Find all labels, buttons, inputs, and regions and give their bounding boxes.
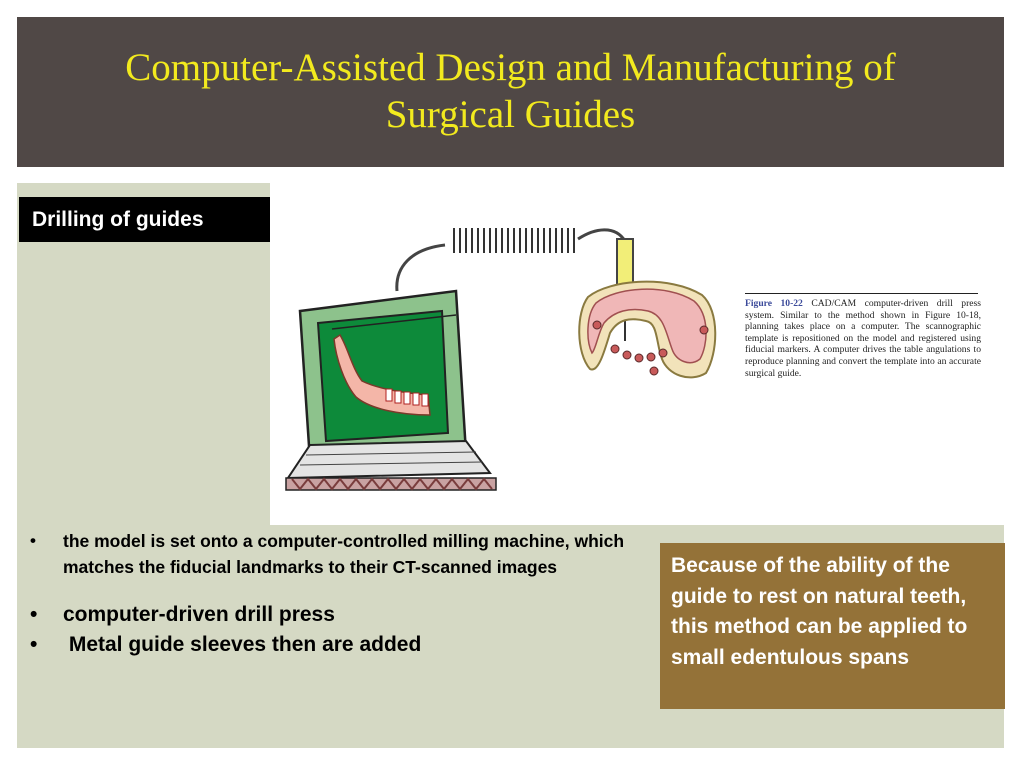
- bullet-symbol: •: [30, 633, 38, 656]
- computer-keyboard: [285, 439, 497, 491]
- bullet-text: the model is set onto a computer-control…: [63, 531, 625, 577]
- caption-rule: [745, 293, 978, 294]
- drill-cable: [395, 243, 446, 292]
- bullet-item: • computer-driven drill press: [30, 600, 630, 630]
- bullet-text: Metal guide sleeves then are added: [63, 633, 422, 656]
- figure-number: Figure 10-22: [745, 298, 803, 309]
- dental-model: [578, 280, 717, 379]
- bullet-item: • Metal guide sleeves then are added: [30, 630, 630, 660]
- title-bar: Computer-Assisted Design and Manufacturi…: [17, 17, 1004, 167]
- bullet-text: computer-driven drill press: [63, 603, 335, 626]
- note-box: Because of the ability of the guide to r…: [660, 543, 1005, 709]
- coiled-cable: [453, 228, 575, 253]
- bullet-symbol: •: [30, 603, 38, 626]
- section-label: Drilling of guides: [19, 197, 270, 242]
- figure-caption-text: CAD/CAM computer-driven drill press syst…: [745, 298, 981, 379]
- bullet-symbol: •: [30, 531, 36, 550]
- figure-panel: [270, 183, 1004, 525]
- computer-monitor: [298, 289, 468, 463]
- figure-caption: Figure 10-22 CAD/CAM computer-driven dri…: [745, 298, 981, 379]
- slide-title: Computer-Assisted Design and Manufacturi…: [125, 46, 896, 136]
- bullet-list: • the model is set onto a computer-contr…: [30, 528, 630, 660]
- bullet-item: • the model is set onto a computer-contr…: [30, 528, 630, 580]
- cad-cam-illustration: [285, 228, 717, 491]
